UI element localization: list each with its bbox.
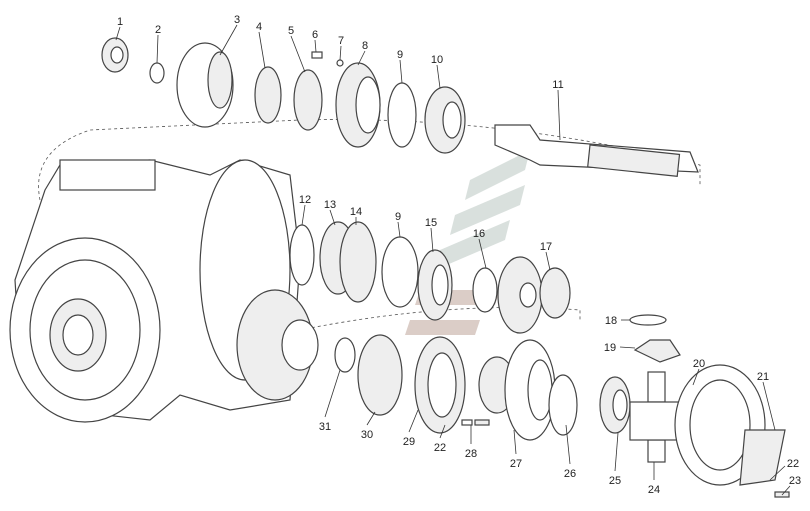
- callout-12: 12: [299, 194, 311, 206]
- callout-14: 14: [350, 206, 362, 218]
- leader-lines: [115, 24, 791, 496]
- callout-8: 8: [362, 40, 368, 52]
- callout-5: 5: [288, 25, 294, 37]
- callout-11: 11: [552, 79, 563, 91]
- callout-19: 19: [604, 342, 616, 354]
- callout-20: 20: [693, 358, 705, 370]
- callout-29: 29: [403, 436, 415, 448]
- callout-25: 25: [609, 475, 621, 487]
- callout-24: 24: [648, 484, 660, 496]
- callout-1: 1: [117, 16, 123, 28]
- callout-23: 23: [789, 475, 801, 487]
- callout-3: 3: [234, 14, 240, 26]
- callout-9-second: 9: [395, 211, 401, 223]
- callout-10: 10: [431, 54, 443, 66]
- callout-16: 16: [473, 228, 485, 240]
- callout-22-second: 22: [434, 442, 446, 454]
- callout-21: 21: [757, 371, 769, 383]
- callout-18: 18: [605, 315, 617, 327]
- callout-26: 26: [564, 468, 576, 480]
- pinion-hub: [281, 319, 319, 371]
- callout-2: 2: [155, 24, 161, 36]
- callout-13: 13: [324, 199, 336, 211]
- callout-28: 28: [465, 448, 477, 460]
- top-row-parts: [101, 37, 466, 154]
- callout-4: 4: [256, 21, 262, 33]
- callout-27: 27: [510, 458, 522, 470]
- callout-labels: 1 2 3 4 5 6 7 8 9 10 11 12 13 14 9 15 16…: [117, 14, 801, 496]
- callout-15: 15: [425, 217, 437, 229]
- callout-22: 22: [787, 458, 799, 470]
- shaft: [494, 124, 699, 177]
- callout-7: 7: [338, 35, 344, 47]
- middle-row-parts: [289, 221, 571, 334]
- callout-17: 17: [540, 241, 552, 253]
- gearbox-housing: [9, 159, 301, 423]
- lower-row-parts: [334, 314, 790, 498]
- callout-9: 9: [397, 49, 403, 61]
- callout-30: 30: [361, 429, 373, 441]
- callout-6: 6: [312, 29, 318, 41]
- callout-31: 31: [319, 421, 331, 433]
